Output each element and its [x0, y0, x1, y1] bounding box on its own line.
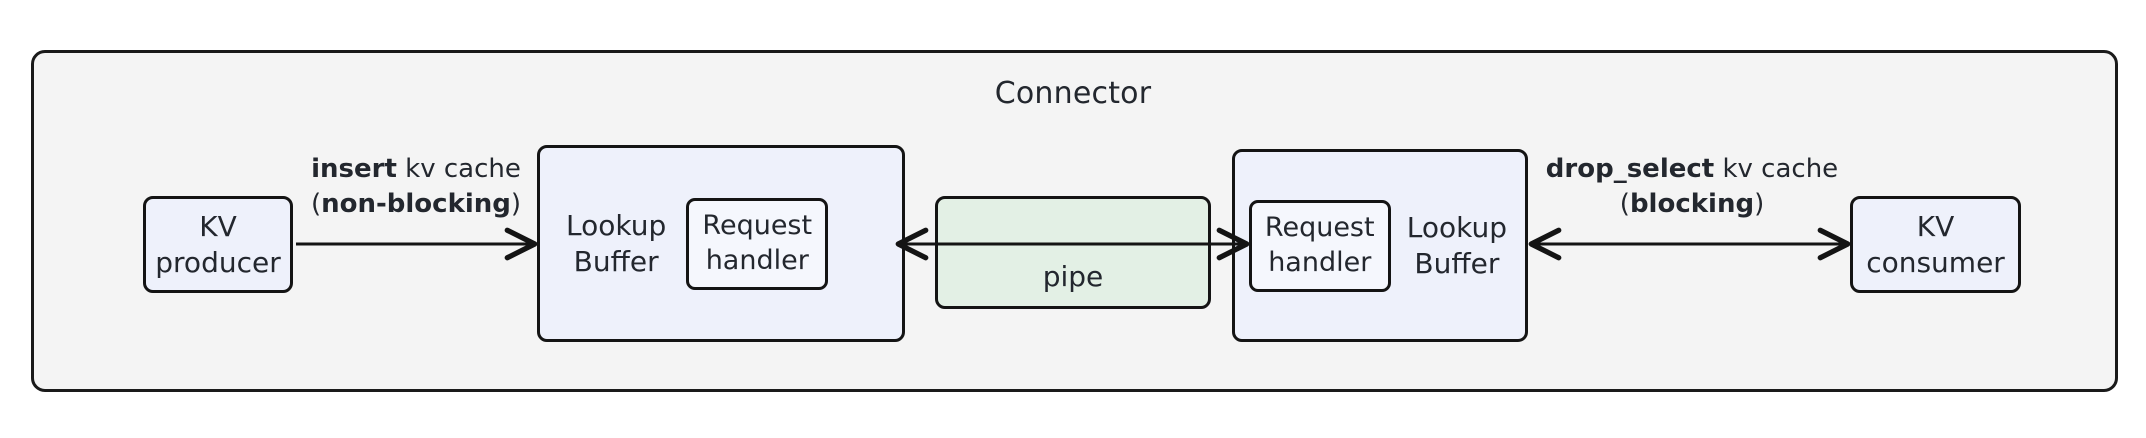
- edge-label-drop-select: drop_select kv cache (blocking): [1536, 152, 1848, 222]
- edge-label-drop-select-close: ): [1754, 188, 1765, 219]
- edge-label-insert-open: (: [310, 188, 322, 219]
- lookup-buffer-left-box: Lookup Buffer Request handler: [537, 145, 905, 342]
- request-handler-right-box: Request handler: [1248, 199, 1391, 292]
- lookup-buffer-left-label-line1: Lookup: [566, 208, 667, 242]
- request-handler-left-label-line2: handler: [705, 244, 809, 276]
- lookup-buffer-left-label-line2: Buffer: [573, 244, 659, 278]
- kv-producer-label-line2: producer: [155, 245, 281, 279]
- pipe-box: pipe: [935, 196, 1211, 309]
- kv-consumer-label-line2: consumer: [1866, 245, 2005, 279]
- edge-label-drop-select-bold: drop_select: [1545, 154, 1715, 184]
- connector-title: Connector: [994, 76, 1152, 111]
- edge-label-drop-select-line2: (blocking): [1536, 187, 1848, 222]
- request-handler-left-label-line1: Request: [702, 210, 813, 242]
- edge-label-insert-rest: kv cache: [396, 154, 521, 184]
- lookup-buffer-right-label-line2: Buffer: [1414, 246, 1500, 280]
- lookup-buffer-left-label: Lookup Buffer: [566, 208, 666, 280]
- lookup-buffer-right-label-line1: Lookup: [1406, 210, 1507, 244]
- edge-label-insert-mode: non-blocking: [321, 188, 511, 219]
- request-handler-left-box: Request handler: [686, 197, 829, 290]
- kv-producer-box: KV producer: [143, 196, 293, 293]
- edge-label-insert-bold: insert: [311, 154, 397, 184]
- edge-label-drop-select-rest: kv cache: [1714, 154, 1839, 184]
- edge-label-insert: insert kv cache (non-blocking): [296, 152, 536, 222]
- kv-producer-label-line1: KV: [199, 210, 237, 244]
- edge-label-insert-close: ): [510, 188, 522, 219]
- lookup-buffer-right-box: Request handler Lookup Buffer: [1232, 149, 1528, 342]
- edge-label-drop-select-mode: blocking: [1629, 188, 1755, 219]
- edge-label-insert-line2: (non-blocking): [296, 187, 536, 222]
- kv-consumer-label-line1: KV: [1916, 210, 1955, 244]
- edge-label-insert-line1: insert kv cache: [296, 152, 536, 187]
- request-handler-right-label-line1: Request: [1264, 212, 1375, 244]
- pipe-label: pipe: [1042, 259, 1104, 293]
- kv-consumer-box: KV consumer: [1850, 196, 2021, 293]
- edge-label-drop-select-line1: drop_select kv cache: [1536, 152, 1848, 187]
- request-handler-right-label-line2: handler: [1268, 246, 1372, 278]
- edge-label-drop-select-open: (: [1619, 188, 1630, 219]
- lookup-buffer-right-label: Lookup Buffer: [1407, 210, 1507, 282]
